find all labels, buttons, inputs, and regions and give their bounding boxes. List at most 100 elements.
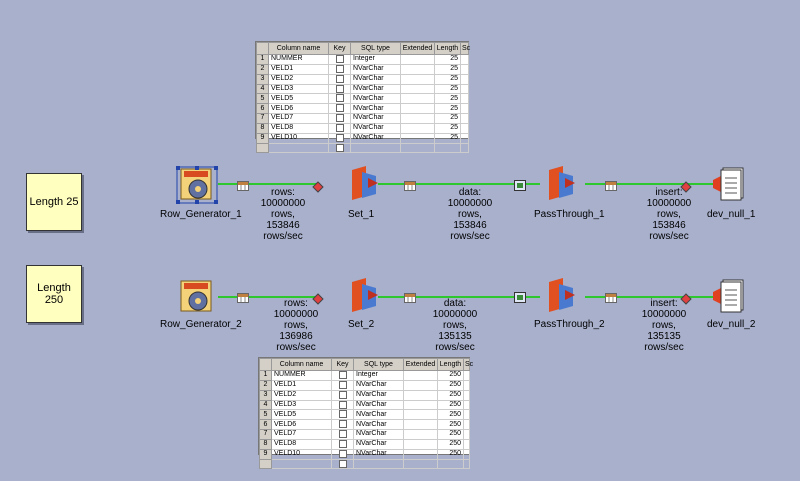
cell-length[interactable]: 250 (437, 429, 464, 440)
cell-column-name[interactable] (268, 142, 329, 154)
cell-length[interactable]: 25 (434, 132, 461, 144)
cell-sql-type[interactable]: NVarChar (350, 73, 401, 85)
cell-sql-type[interactable]: NVarChar (350, 132, 401, 144)
cell-key[interactable] (331, 419, 354, 431)
link-1b[interactable] (378, 183, 540, 185)
cell-key[interactable] (331, 429, 354, 440)
cell-length[interactable]: 250 (437, 389, 464, 401)
cell-length[interactable]: 25 (434, 113, 461, 124)
cell-sql-type[interactable]: NVarChar (353, 389, 404, 401)
cell-length[interactable]: 25 (434, 83, 461, 95)
cell-length[interactable] (437, 458, 464, 470)
cell-extended[interactable] (400, 54, 435, 65)
cell-extended[interactable] (403, 399, 438, 411)
link-2c[interactable] (585, 296, 713, 298)
cell-key[interactable] (331, 389, 354, 401)
key-checkbox[interactable] (338, 371, 347, 379)
set-icon[interactable] (348, 166, 380, 200)
col-header-key[interactable]: Key (328, 42, 351, 55)
cell-scale[interactable] (460, 83, 469, 95)
key-checkbox[interactable] (338, 410, 347, 419)
cell-extended[interactable] (403, 389, 438, 401)
key-checkbox[interactable] (335, 104, 344, 113)
cell-extended[interactable] (403, 429, 438, 440)
cell-extended[interactable] (400, 103, 435, 115)
link-connector-icon[interactable] (312, 179, 324, 197)
cell-extended[interactable] (403, 409, 438, 421)
cell-sql-type[interactable]: NVarChar (350, 93, 401, 105)
col-header-extended[interactable]: Extended (403, 358, 438, 371)
cell-length[interactable]: 250 (437, 448, 464, 460)
key-checkbox[interactable] (335, 64, 344, 73)
cell-length[interactable]: 25 (434, 63, 461, 75)
cell-key[interactable] (328, 122, 351, 134)
cell-sql-type[interactable]: NVarChar (350, 113, 401, 124)
key-checkbox[interactable] (338, 400, 347, 409)
cell-column-name[interactable]: VELD1 (268, 63, 329, 75)
cell-sql-type[interactable]: NVarChar (353, 438, 404, 450)
col-header-sqltype[interactable]: SQL type (353, 358, 404, 371)
cell-sql-type[interactable]: NVarChar (353, 419, 404, 431)
cell-length[interactable] (434, 142, 461, 154)
cell-extended[interactable] (400, 132, 435, 144)
cell-column-name[interactable]: VELD6 (268, 103, 329, 115)
cell-length[interactable]: 25 (434, 73, 461, 85)
cell-scale[interactable] (460, 93, 469, 105)
cell-extended[interactable] (400, 83, 435, 95)
cell-extended[interactable] (400, 113, 435, 124)
cell-key[interactable] (328, 142, 351, 154)
cell-scale[interactable] (463, 458, 470, 470)
table-icon[interactable] (605, 178, 617, 196)
cell-key[interactable] (328, 73, 351, 85)
cell-key[interactable] (331, 399, 354, 411)
cell-scale[interactable] (460, 122, 469, 134)
cell-column-name[interactable]: VELD7 (271, 429, 332, 440)
cell-scale[interactable] (463, 379, 470, 391)
key-checkbox[interactable] (335, 55, 344, 63)
cell-key[interactable] (328, 103, 351, 115)
key-checkbox[interactable] (338, 430, 347, 439)
link-connector-icon[interactable] (514, 178, 526, 196)
cell-scale[interactable] (463, 429, 470, 440)
cell-sql-type[interactable]: NVarChar (353, 448, 404, 460)
link-connector-icon[interactable] (680, 179, 692, 197)
cell-length[interactable]: 250 (437, 409, 464, 421)
key-checkbox[interactable] (338, 459, 347, 468)
cell-length[interactable]: 25 (434, 103, 461, 115)
cell-length[interactable]: 250 (437, 379, 464, 391)
file-output-icon[interactable] (713, 166, 747, 202)
cell-scale[interactable] (460, 63, 469, 75)
cell-scale[interactable] (460, 113, 469, 124)
cell-extended[interactable] (403, 448, 438, 460)
key-checkbox[interactable] (335, 94, 344, 103)
cell-column-name[interactable] (271, 458, 332, 470)
cell-extended[interactable] (400, 73, 435, 85)
cell-column-name[interactable]: NUMMER (271, 370, 332, 381)
cell-extended[interactable] (400, 63, 435, 75)
cell-column-name[interactable]: VELD8 (271, 438, 332, 450)
table-icon[interactable] (404, 178, 416, 196)
cell-key[interactable] (328, 132, 351, 144)
cell-length[interactable]: 25 (434, 54, 461, 65)
cell-sql-type[interactable]: NVarChar (353, 429, 404, 440)
cell-sql-type[interactable]: NVarChar (350, 83, 401, 95)
cell-key[interactable] (328, 113, 351, 124)
key-checkbox[interactable] (335, 123, 344, 132)
col-header-scale[interactable]: Sc (460, 42, 470, 55)
cell-key[interactable] (331, 458, 354, 470)
cell-extended[interactable] (403, 438, 438, 450)
cell-scale[interactable] (463, 409, 470, 421)
col-header-scale[interactable]: Sc (463, 358, 473, 371)
cell-key[interactable] (331, 438, 354, 450)
link-2a[interactable] (218, 296, 318, 298)
link-2b[interactable] (378, 296, 540, 298)
cell-key[interactable] (331, 370, 354, 381)
set-icon[interactable] (348, 278, 380, 312)
table-icon[interactable] (237, 178, 249, 196)
cell-scale[interactable] (460, 54, 469, 65)
cell-key[interactable] (328, 63, 351, 75)
